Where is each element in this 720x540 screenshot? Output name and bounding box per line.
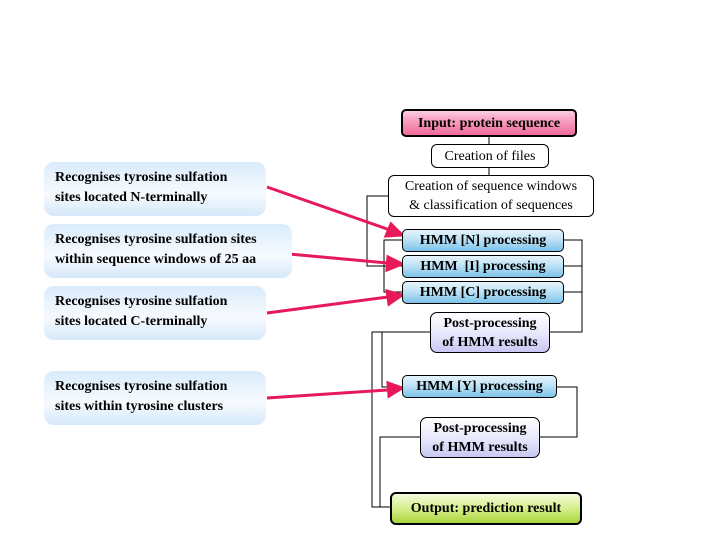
description-sequence-windows: Recognises tyrosine sulfation sites with… — [44, 224, 292, 278]
hmm-y-label: HMM [Y] processing — [416, 379, 543, 394]
hmm-n-box: HMM [N] processing — [402, 229, 564, 252]
description-n-line2: sites located N-terminally — [55, 190, 208, 205]
description-y-line1: Recognises tyrosine sulfation — [55, 379, 228, 394]
creation-windows-line2: & classification of sequences — [409, 198, 573, 213]
creation-windows-line1: Creation of sequence windows — [404, 179, 578, 194]
input-protein-sequence-box: Input: protein sequence — [401, 109, 577, 137]
arrow-c-head — [385, 288, 406, 307]
hmm-c-label: HMM [C] processing — [419, 285, 547, 300]
description-c-terminal: Recognises tyrosine sulfation sites loca… — [44, 286, 266, 340]
post1-line2: of HMM results — [442, 334, 538, 350]
hmm-i-box: HMM [I] processing — [402, 255, 564, 278]
description-i-line2: within sequence windows of 25 aa — [55, 252, 257, 267]
creation-of-files-box: Creation of files — [431, 144, 549, 168]
output-prediction-result-box: Output: prediction result — [390, 492, 582, 525]
description-c-line2: sites located C-terminally — [55, 314, 208, 329]
description-n-terminal: Recognises tyrosine sulfation sites loca… — [44, 162, 266, 216]
connector-post2-output — [379, 436, 420, 507]
arrow-y-line — [266, 388, 389, 400]
input-label: Input: protein sequence — [417, 115, 561, 131]
description-y-line2: sites within tyrosine clusters — [55, 399, 224, 414]
arrow-n-line — [266, 185, 391, 232]
hmm-n-label: HMM [N] processing — [419, 233, 547, 248]
hmm-y-box: HMM [Y] processing — [402, 375, 557, 398]
creation-of-windows-box: Creation of sequence windows & classific… — [388, 175, 594, 217]
description-n-line1: Recognises tyrosine sulfation — [55, 170, 228, 185]
post2-line1: Post-processing — [433, 420, 527, 436]
post1-line1: Post-processing — [443, 315, 537, 331]
post-processing-2-box: Post-processing of HMM results — [420, 417, 540, 458]
description-tyrosine-clusters: Recognises tyrosine sulfation sites with… — [44, 371, 266, 425]
connector-hmm-n-right — [550, 239, 583, 333]
description-c-line1: Recognises tyrosine sulfation — [55, 294, 228, 309]
connector-post1-hmm-y — [381, 332, 402, 388]
description-i-line1: Recognises tyrosine sulfation sites — [55, 232, 257, 247]
arrow-c-line — [266, 295, 389, 315]
creation-files-label: Creation of files — [444, 148, 536, 164]
connector-hmm-y-post2 — [540, 386, 578, 438]
output-label: Output: prediction result — [410, 501, 562, 516]
connector-post1-output — [371, 331, 430, 508]
arrow-n-head — [383, 221, 406, 238]
arrow-i-head — [385, 254, 406, 273]
hmm-c-box: HMM [C] processing — [402, 281, 564, 304]
arrow-y-head — [386, 380, 406, 399]
hmm-i-label: HMM [I] processing — [420, 259, 546, 274]
post-processing-1-box: Post-processing of HMM results — [430, 312, 550, 353]
post2-line2: of HMM results — [432, 439, 528, 455]
